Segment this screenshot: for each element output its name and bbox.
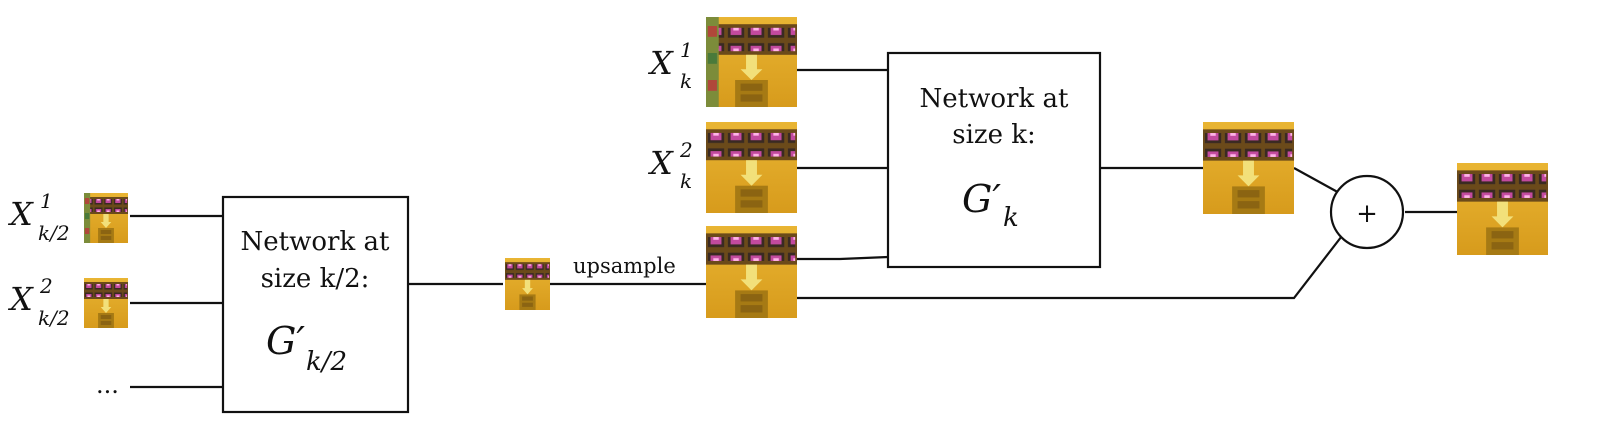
small-input-label-2: X 2 k/2: [7, 274, 70, 330]
large-input-2-sup: 2: [679, 138, 693, 162]
connection-wires: [130, 68, 1457, 389]
small-input-1-sup: 1: [40, 189, 53, 213]
small-network-symbol: G′: [266, 319, 305, 363]
residual-output-thumbnail: [1203, 122, 1294, 214]
large-input-label-2: X 2 k: [647, 138, 693, 193]
small-input-2-base: X: [7, 280, 34, 318]
small-input-label-1: X 1 k/2: [7, 189, 70, 245]
large-network-symbol: G′: [962, 177, 1001, 221]
small-network-title-1: Network at: [241, 227, 390, 257]
large-input-1-base: X: [647, 44, 674, 82]
sum-node: +: [1329, 174, 1405, 250]
small-input-1-thumbnail: [84, 193, 128, 243]
small-input-1-sub: k/2: [38, 221, 70, 245]
large-input-1-thumbnail: [706, 17, 797, 107]
large-input-label-1: X 1 k: [647, 38, 693, 93]
upsample-label: upsample: [573, 254, 676, 278]
large-network-title-2: size k:: [952, 120, 1036, 150]
large-network-title-1: Network at: [920, 84, 1069, 114]
small-input-ellipsis: ...: [96, 371, 119, 399]
large-network-symbol-subscript: k: [1003, 203, 1019, 233]
large-input-1-sub: k: [680, 69, 692, 93]
sum-circle: [1329, 174, 1405, 250]
wire-residual-to-sum: [1293, 167, 1344, 196]
small-input-2-thumbnail: [84, 278, 128, 328]
large-input-2-base: X: [647, 144, 674, 182]
large-input-1-sup: 1: [680, 38, 693, 62]
upsampled-thumbnail: [706, 226, 797, 318]
small-network-title-2: size k/2:: [261, 264, 370, 294]
small-input-2-sup: 2: [39, 274, 53, 298]
sum-symbol: +: [1356, 199, 1378, 229]
wire-large-input-3: [797, 255, 889, 261]
wire-skip-connection: [797, 231, 1346, 300]
small-network-box: [221, 195, 410, 414]
large-network-block: Network at size k: G′ k: [886, 51, 1102, 269]
small-network-block: Network at size k/2: G′ k/2: [221, 195, 410, 414]
small-input-2-sub: k/2: [38, 306, 70, 330]
large-input-2-sub: k: [680, 169, 692, 193]
small-network-symbol-subscript: k/2: [306, 347, 347, 377]
small-input-1-base: X: [7, 195, 34, 233]
large-input-2-thumbnail: [706, 122, 797, 213]
final-output-thumbnail: [1457, 163, 1548, 255]
large-network-box: [886, 51, 1102, 269]
small-output-thumbnail: [505, 258, 550, 310]
